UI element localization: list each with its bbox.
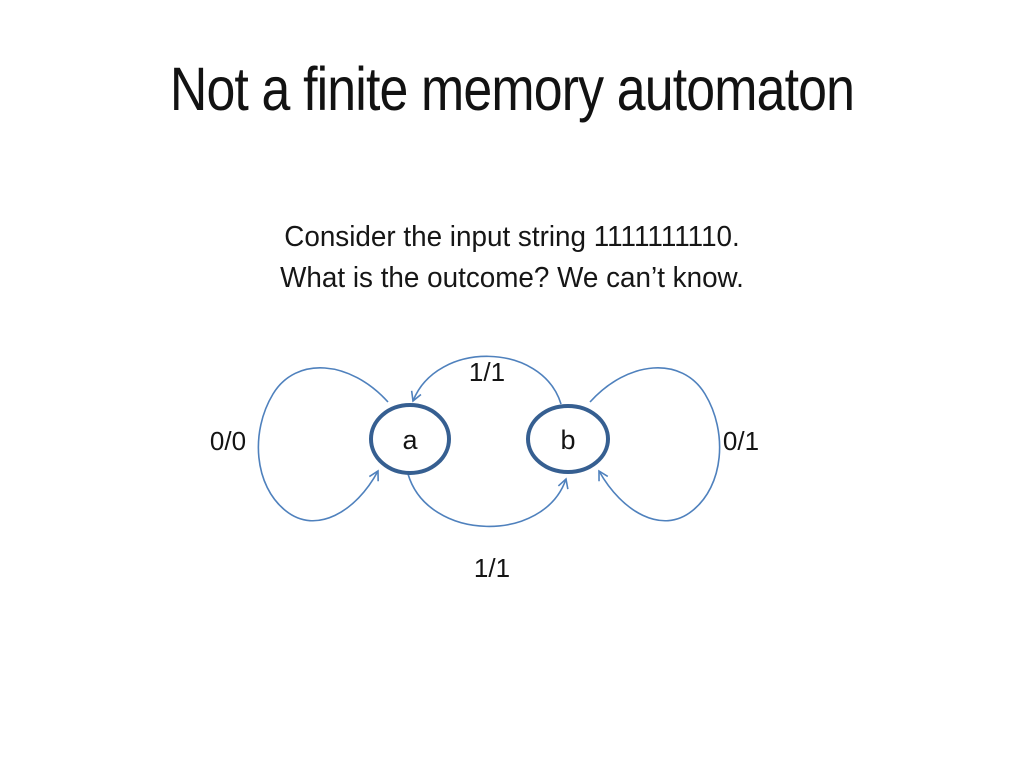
state-b-label: b	[560, 425, 575, 455]
transition-self-loop-a	[257, 367, 389, 522]
subtitle-line-1: Consider the input string 1111111110.	[284, 221, 740, 253]
transition-self-loop-b	[589, 367, 721, 522]
state-a-label: a	[402, 425, 418, 455]
transition-label-b-self: 0/1	[723, 426, 759, 456]
transition-label-b-to-a: 1/1	[469, 357, 505, 387]
slide-subtitle: Consider the input string 1111111110. Wh…	[20, 217, 1003, 299]
state-a-node	[369, 403, 451, 475]
transition-b-to-a-arc	[410, 355, 562, 405]
state-b-node	[526, 404, 610, 474]
transition-a-to-b-arc	[407, 473, 569, 528]
slide-title: Not a finite memory automaton	[169, 55, 855, 123]
transition-label-a-to-b: 1/1	[474, 553, 510, 583]
transition-label-a-self: 0/0	[210, 426, 246, 456]
subtitle-line-2: What is the outcome? We can’t know.	[280, 262, 744, 294]
